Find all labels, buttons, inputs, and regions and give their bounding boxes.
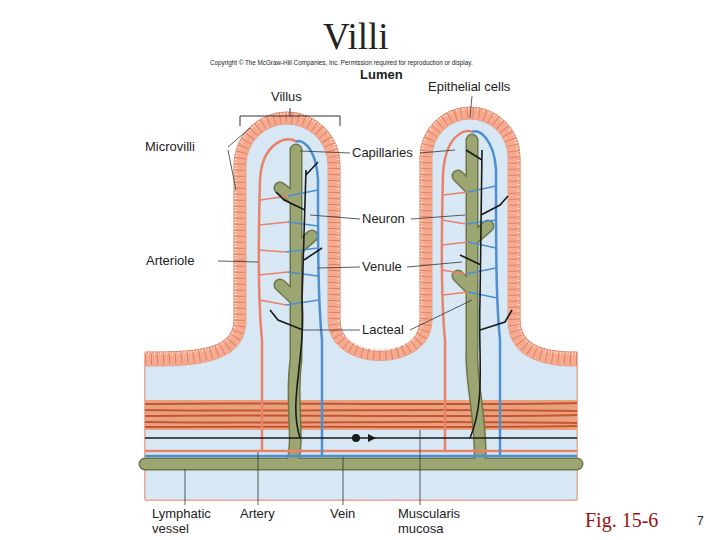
part-label: Capillaries: [352, 146, 413, 161]
lacteal: [145, 140, 577, 464]
part-label: Lacteal: [362, 323, 404, 338]
muscle-layer: [145, 400, 577, 430]
nerve-fiber: [145, 437, 577, 439]
diagram-title: Villi: [323, 16, 389, 59]
capillary-venous: [286, 186, 497, 305]
part-label: Epithelial cells: [428, 80, 510, 95]
neuron: [270, 162, 322, 438]
artery: [145, 450, 577, 453]
leader-lines: [185, 96, 472, 505]
neuron-cell-body: [352, 434, 360, 442]
part-label: 7: [697, 515, 704, 529]
part-label: Venule: [362, 260, 402, 275]
lacteal-outline: [145, 140, 577, 464]
part-label: Arteriole: [146, 254, 194, 269]
vein: [145, 455, 577, 458]
part-label: Copyright © The McGraw-Hill Companies, I…: [210, 59, 473, 66]
epithelium: [145, 107, 577, 500]
arteriole: [259, 139, 296, 451]
lymphatic-system: [145, 140, 577, 464]
muscle-stripes: [145, 403, 577, 427]
arteriole: [442, 131, 472, 451]
neuron: [460, 150, 512, 438]
part-label: Neuron: [362, 212, 405, 227]
venous-vessels: [145, 131, 577, 456]
villus-core: [145, 119, 577, 500]
nerve-ending: [368, 434, 376, 442]
arterial-vessels: [145, 131, 577, 451]
part-label: Lumen: [360, 68, 403, 83]
neurons: [145, 150, 577, 442]
capillary-arterial: [259, 192, 468, 305]
villus-bracket: [240, 108, 340, 126]
part-label: Vein: [330, 507, 355, 522]
part-label: Microvilli: [145, 140, 195, 155]
venule: [296, 141, 322, 456]
epithelial-cell-walls: [145, 113, 577, 359]
muscularis-mucosa-band: [145, 400, 577, 430]
part-label: Artery: [240, 507, 275, 522]
part-label: Muscularis mucosa: [398, 507, 478, 537]
part-label: Villus: [271, 90, 302, 105]
part-label: Lymphatic vessel: [152, 507, 224, 537]
figure-caption: Fig. 15-6: [585, 509, 658, 532]
